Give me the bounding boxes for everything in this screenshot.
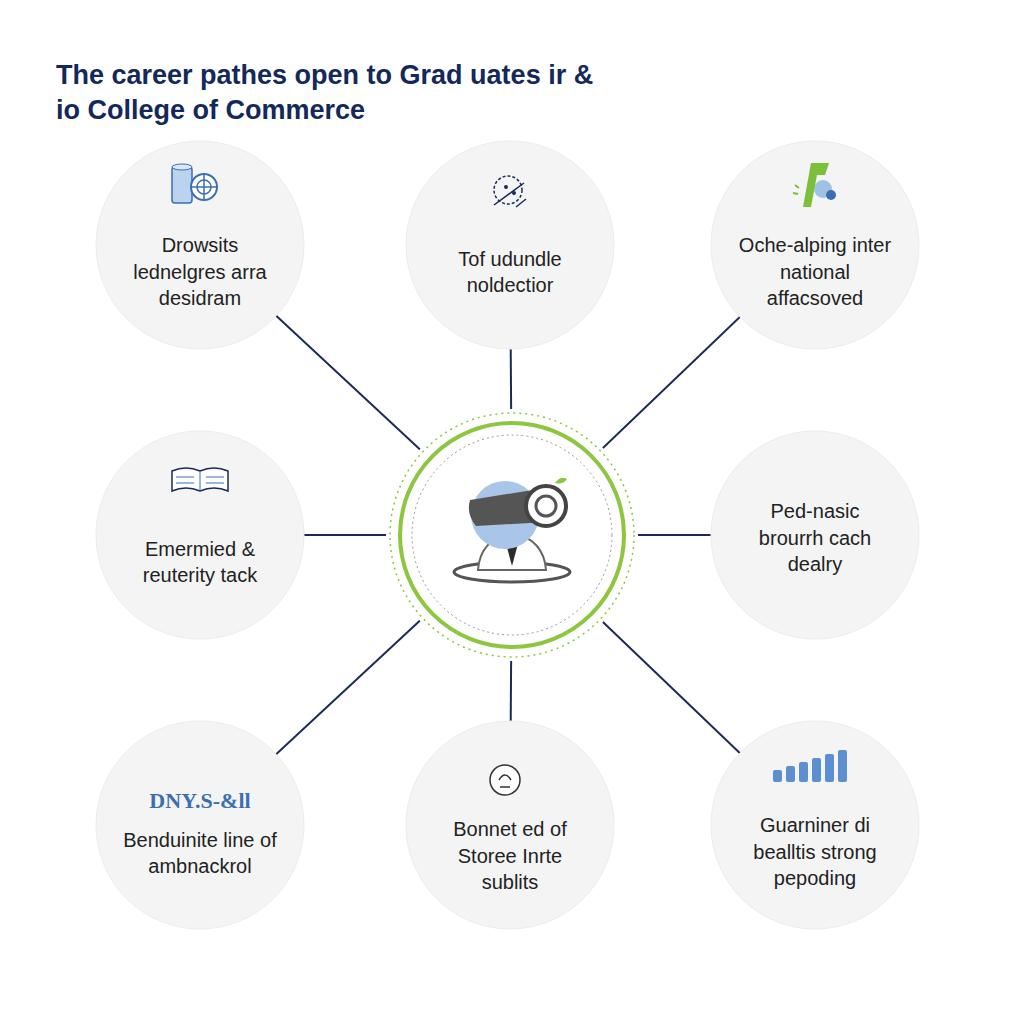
path-icon xyxy=(172,164,217,203)
path-label: Bonnet ed of Storee Inrte sublits xyxy=(431,816,589,895)
path-icon xyxy=(490,765,520,795)
path-circle: Bonnet ed of Storee Inrte sublits xyxy=(405,720,615,930)
path-label: Tof udundle noldectior xyxy=(431,246,589,299)
path-label: Ped-nasic brourrh cach dealry xyxy=(736,498,894,577)
path-circle: Ped-nasic brourrh cach dealry xyxy=(710,430,920,640)
circle-shape xyxy=(95,720,305,930)
center-hub xyxy=(386,409,638,661)
path-icon xyxy=(172,468,228,491)
path-circle: Guarniner di bealltis strong pepoding xyxy=(710,720,920,930)
path-icon xyxy=(494,176,526,207)
circle-shape xyxy=(405,140,615,350)
path-icon xyxy=(793,163,836,207)
path-label: Drowsits lednelgres arra desidram xyxy=(121,232,279,311)
title: The career pathes open to Grad uates ir … xyxy=(56,58,616,128)
path-circle: Emermied & reuterity tack xyxy=(95,430,305,640)
path-circle: DNY.S-&llBenduinite line of ambnackrol xyxy=(95,720,305,930)
path-label: Benduinite line of ambnackrol xyxy=(121,827,279,880)
path-circle: Oche-alping inter national affacsoved xyxy=(710,140,920,350)
logo-text: DNY.S-&ll xyxy=(149,789,250,813)
path-label: Emermied & reuterity tack xyxy=(121,536,279,589)
path-circle: Drowsits lednelgres arra desidram xyxy=(95,140,305,350)
path-label: Oche-alping inter national affacsoved xyxy=(736,232,894,311)
path-circle: Tof udundle noldectior xyxy=(405,140,615,350)
circle-shape xyxy=(95,430,305,640)
path-icon xyxy=(773,750,847,782)
path-label: Guarniner di bealltis strong pepoding xyxy=(736,812,894,891)
